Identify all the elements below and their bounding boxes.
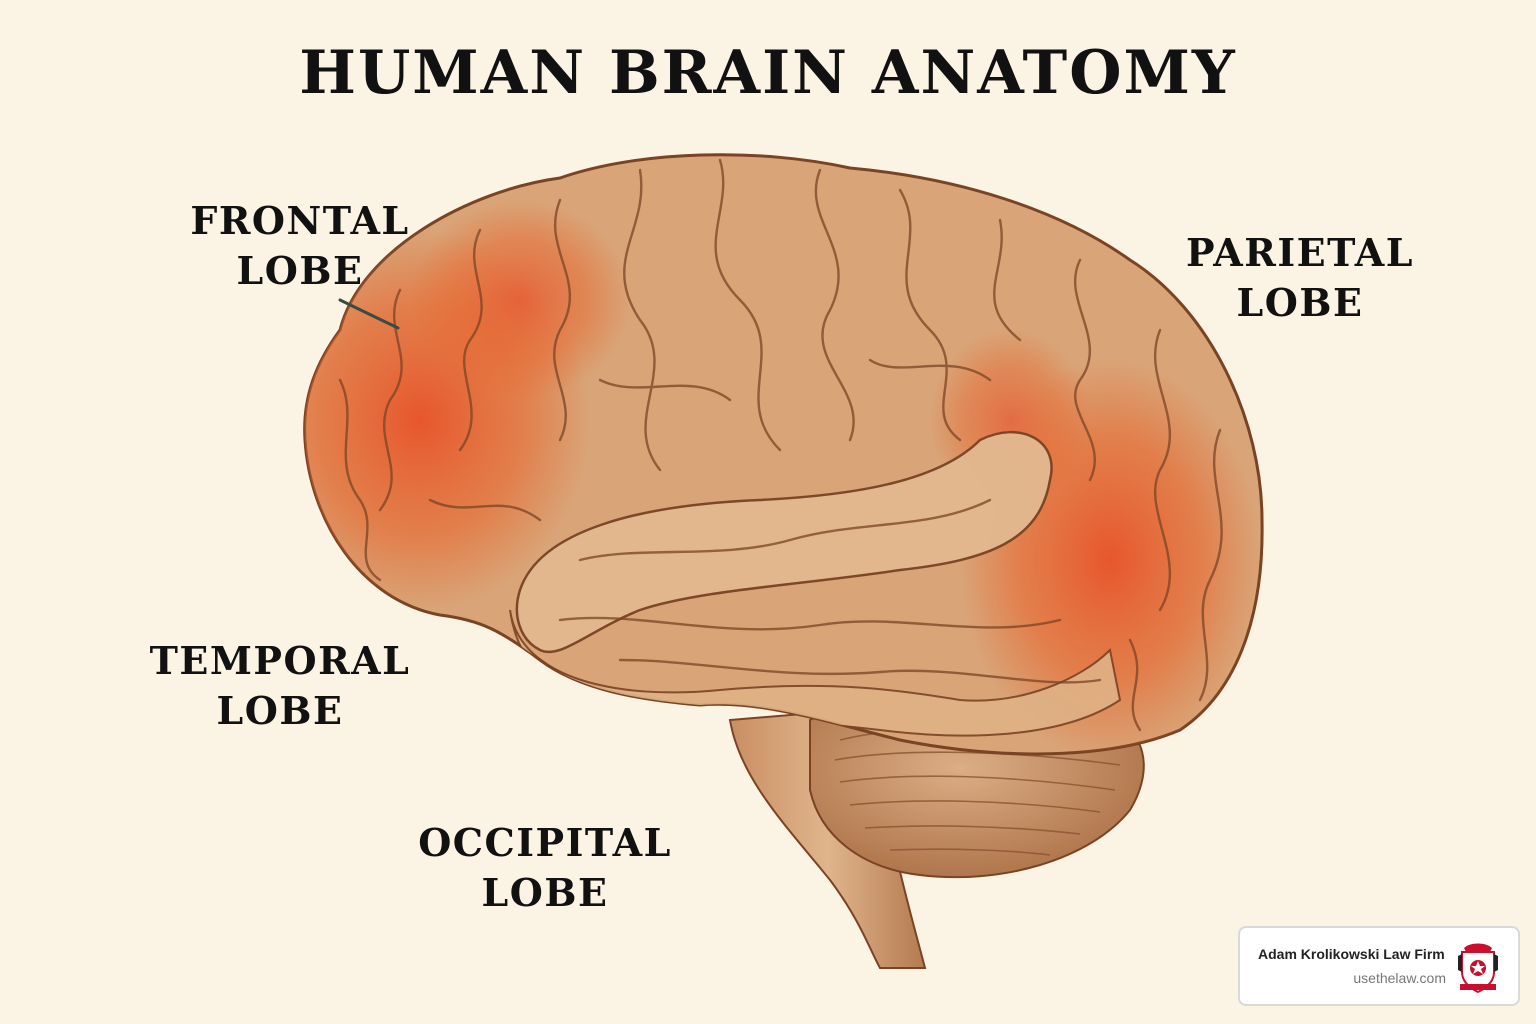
law-firm-badge[interactable]: Adam Krolikowski Law Firm usethelaw.com — [1238, 926, 1520, 1006]
occipital-lobe-label: OCCIPITAL LOBE — [410, 818, 680, 918]
temporal-lobe-label-line1: TEMPORAL — [149, 638, 411, 683]
frontal-pointer — [338, 298, 400, 330]
law-firm-name: Adam Krolikowski Law Firm — [1258, 946, 1445, 962]
law-firm-crest-icon — [1458, 943, 1498, 994]
temporal-lobe-label: TEMPORAL LOBE — [140, 636, 420, 736]
occipital-lobe-label-line2: LOBE — [481, 870, 609, 915]
law-firm-url[interactable]: usethelaw.com — [1353, 970, 1446, 986]
parietal-lobe-label-line1: PARIETAL — [1185, 230, 1414, 275]
parietal-lobe-label-line2: LOBE — [1236, 280, 1364, 325]
frontal-lobe-label-line2: LOBE — [236, 248, 364, 293]
frontal-lobe-label-line1: FRONTAL — [190, 198, 410, 243]
parietal-lobe-label: PARIETAL LOBE — [1180, 228, 1420, 328]
page-title: HUMAN BRAIN ANATOMY — [299, 38, 1237, 108]
temporal-lobe-label-line2: LOBE — [216, 688, 344, 733]
frontal-lobe-label: FRONTAL LOBE — [180, 196, 420, 296]
occipital-lobe-label-line1: OCCIPITAL — [418, 820, 672, 865]
